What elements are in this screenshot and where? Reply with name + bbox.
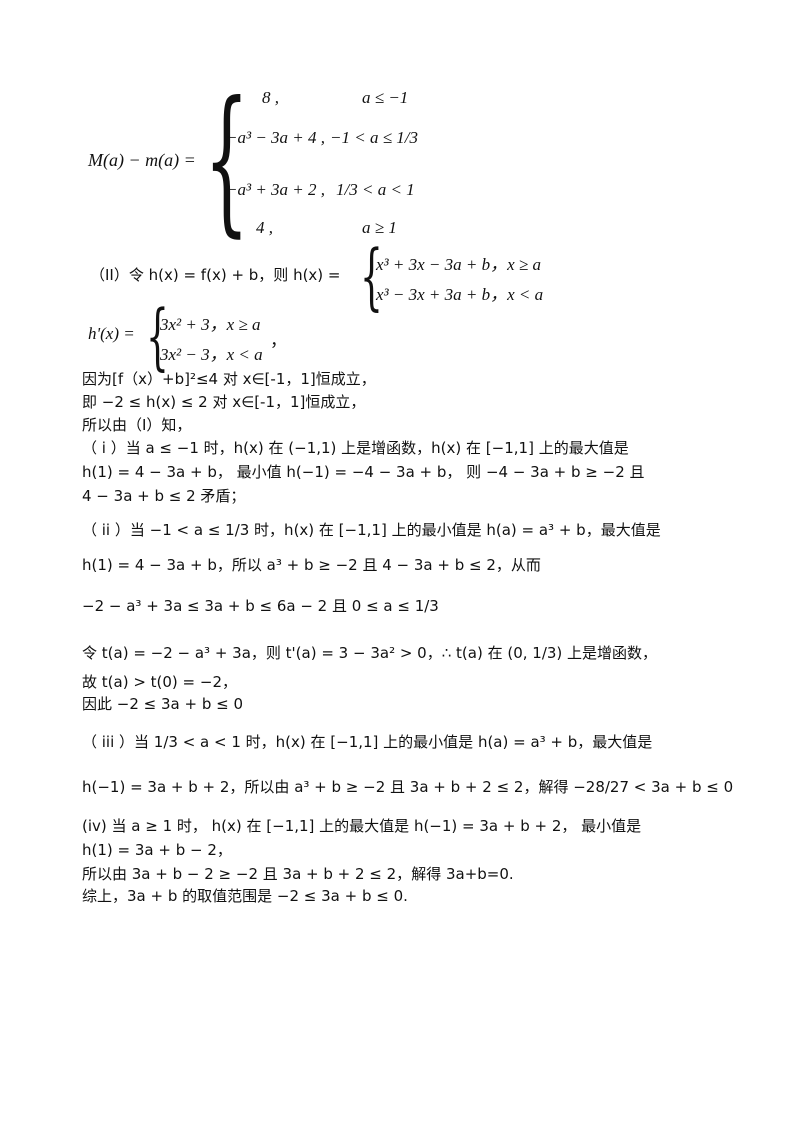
text-line-1: 因为[f（x）+b]²≤4 对 x∈[-1，1]恒成立，: [82, 370, 376, 388]
h-case-2: x³ − 3x + 3a + b，x < a: [376, 285, 544, 304]
text-line-16: h(1) = 3a + b − 2，: [82, 841, 232, 859]
text-line-11: 故 t(a) > t(0) = −2，: [82, 673, 237, 691]
text-line-7: （ ii ）当 −1 < a ≤ 1/3 时，h(x) 在 [−1,1] 上的最…: [82, 521, 661, 539]
case-cond-2: −1 < a ≤ 1/3: [330, 128, 418, 147]
hprime-lhs: h'(x) =: [88, 324, 135, 343]
part2-lead: （II）令 h(x) = f(x) + b，则 h(x) =: [90, 266, 341, 284]
piecewise-lhs: M(a) − m(a) =: [88, 150, 196, 170]
text-line-15: (iv) 当 a ≥ 1 时， h(x) 在 [−1,1] 上的最大值是 h(−…: [82, 817, 642, 835]
text-line-8: h(1) = 4 − 3a + b，所以 a³ + b ≥ −2 且 4 − 3…: [82, 556, 541, 574]
hprime-case-1: 3x² + 3，x ≥ a: [160, 315, 261, 334]
case-expr-2: −a³ − 3a + 4 ,: [226, 128, 326, 147]
case-cond-4: a ≥ 1: [362, 218, 397, 237]
case-cond-1: a ≤ −1: [362, 88, 409, 107]
text-line-2: 即 −2 ≤ h(x) ≤ 2 对 x∈[-1，1]恒成立，: [82, 393, 366, 411]
text-line-5: h(1) = 4 − 3a + b， 最小值 h(−1) = −4 − 3a +…: [82, 463, 645, 481]
piecewise-brace: {: [204, 68, 250, 252]
text-line-3: 所以由（Ⅰ）知，: [82, 416, 192, 434]
case-expr-4: 4 ,: [256, 218, 273, 237]
text-line-10: 令 t(a) = −2 − a³ + 3a，则 t'(a) = 3 − 3a² …: [82, 644, 658, 662]
h-case-1: x³ + 3x − 3a + b，x ≥ a: [376, 255, 541, 274]
text-line-18: 综上，3a + b 的取值范围是 −2 ≤ 3a + b ≤ 0.: [82, 887, 408, 905]
case-cond-3: 1/3 < a < 1: [336, 180, 415, 199]
text-line-9: −2 − a³ + 3a ≤ 3a + b ≤ 6a − 2 且 0 ≤ a ≤…: [82, 597, 439, 615]
hprime-case-2: 3x² − 3，x < a: [160, 345, 263, 364]
h-brace: {: [360, 234, 383, 318]
case-expr-1: 8 ,: [262, 88, 279, 107]
case-expr-3: −a³ + 3a + 2 ,: [226, 180, 326, 199]
text-line-13: （ iii ）当 1/3 < a < 1 时，h(x) 在 [−1,1] 上的最…: [82, 733, 653, 751]
text-line-12: 因此 −2 ≤ 3a + b ≤ 0: [82, 695, 243, 713]
text-line-4: （ i ）当 a ≤ −1 时，h(x) 在 (−1,1) 上是增函数，h(x)…: [82, 439, 629, 457]
text-line-17: 所以由 3a + b − 2 ≥ −2 且 3a + b + 2 ≤ 2，解得 …: [82, 865, 514, 883]
hprime-tail: ，: [270, 331, 287, 350]
hprime-brace: {: [146, 294, 169, 378]
text-line-6: 4 − 3a + b ≤ 2 矛盾；: [82, 487, 246, 505]
text-line-14: h(−1) = 3a + b + 2，所以由 a³ + b ≥ −2 且 3a …: [82, 778, 734, 796]
